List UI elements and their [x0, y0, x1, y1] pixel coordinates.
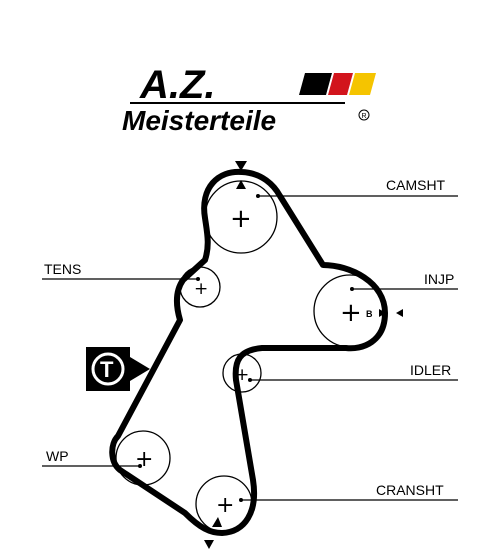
- pump-arrow-left-icon: [396, 309, 403, 317]
- leader-lines: [42, 195, 458, 501]
- crankshaft-inner-mark-icon: [212, 517, 222, 527]
- flag-stripes-icon: [299, 73, 376, 95]
- tensioner-center-icon: +: [194, 279, 208, 299]
- injection-pump-center-icon: +: [340, 298, 362, 328]
- label-idler: IDLER: [410, 362, 451, 378]
- label-camshaft: CAMSHT: [386, 177, 446, 193]
- pump-arrow-right-icon: [379, 309, 386, 317]
- timing-marks: [204, 161, 403, 549]
- label-tensioner: TENS: [44, 261, 81, 277]
- tensioner-marker: T: [86, 347, 150, 391]
- label-injection-pump: INJP: [424, 271, 454, 287]
- camshaft-top-mark-icon: [235, 161, 247, 171]
- logo-brand-name: Meisterteile: [122, 105, 276, 136]
- water-pump-center-icon: +: [135, 447, 153, 472]
- label-crankshaft: CRANSHT: [376, 482, 444, 498]
- label-water-pump: WP: [46, 448, 69, 464]
- idler-center-icon: +: [235, 365, 249, 385]
- timing-belt: [109, 168, 388, 536]
- brand-logo: A.Z. Meisterteile R: [122, 63, 376, 136]
- crankshaft-bottom-mark-icon: [204, 540, 214, 549]
- logo-monogram: A.Z.: [139, 63, 216, 107]
- registered-mark-icon: [358, 109, 370, 121]
- crankshaft-center-icon: +: [216, 493, 234, 518]
- camshaft-center-icon: +: [230, 204, 252, 234]
- tensioner-marker-arrow-icon: [130, 357, 150, 381]
- pulley-centers: + + + + + +: [135, 204, 362, 518]
- tensioner-marker-circle: [91, 352, 125, 386]
- tensioner-marker-letter: T: [100, 357, 114, 382]
- pump-mark-letter: B: [366, 309, 373, 319]
- leader-dots: [138, 194, 354, 502]
- registered-mark-letter: R: [362, 113, 367, 120]
- camshaft-inner-mark-icon: [236, 180, 246, 189]
